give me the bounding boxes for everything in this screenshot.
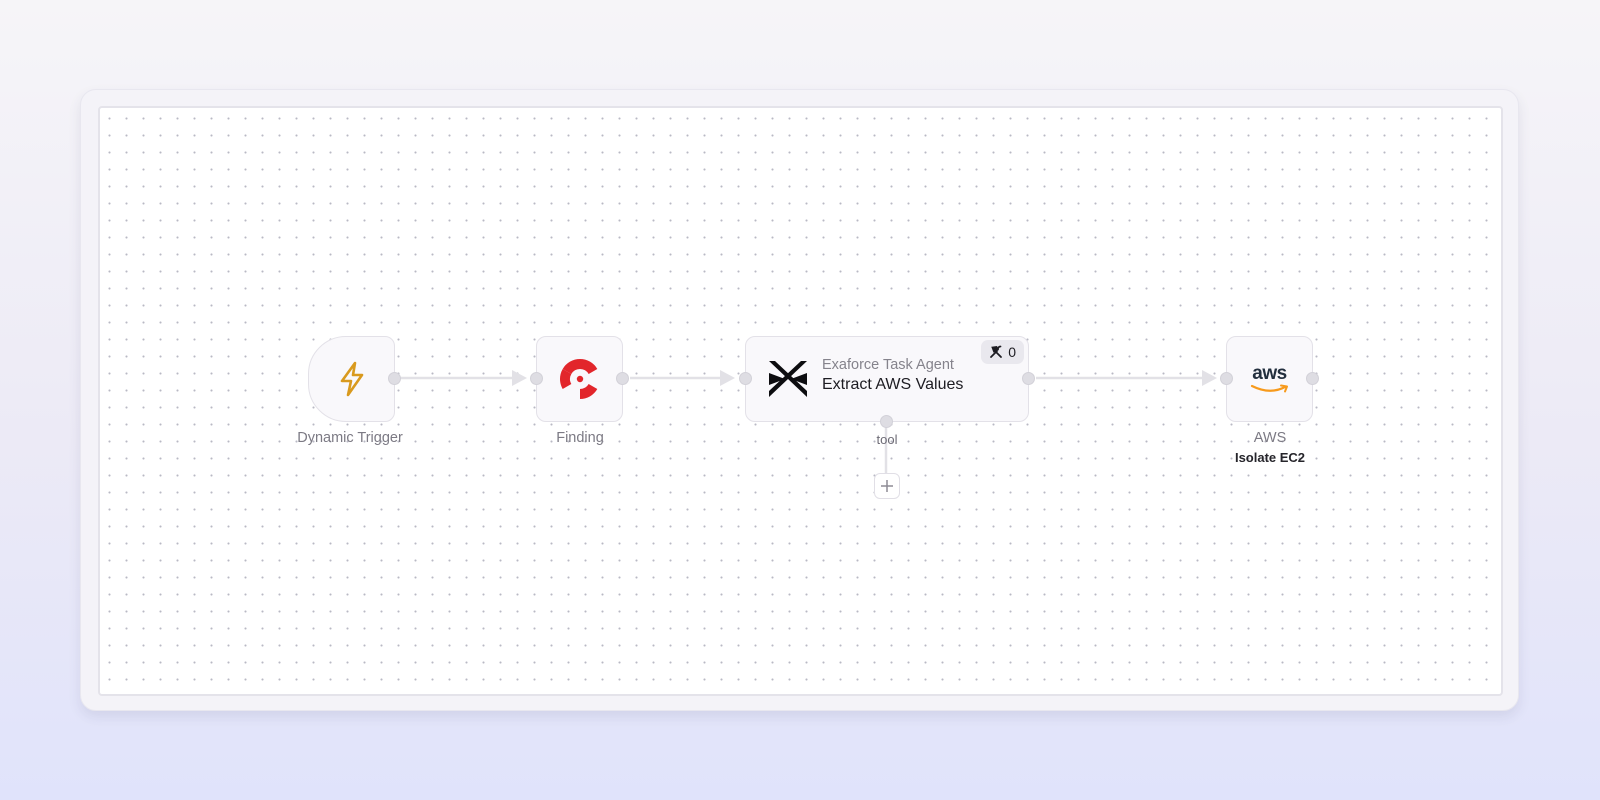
finding-output-handle[interactable] <box>616 372 629 385</box>
node-dynamic-trigger[interactable] <box>308 336 401 422</box>
node-sublabel: Isolate EC2 <box>1234 450 1306 465</box>
agent-output-handle[interactable] <box>1022 372 1035 385</box>
aws-logo-text: aws <box>1252 362 1287 384</box>
tools-icon <box>989 345 1003 359</box>
node-aws[interactable]: aws <box>1220 336 1319 422</box>
exaforce-logo-icon <box>768 359 808 399</box>
node-label: AWS <box>1253 430 1287 446</box>
radiation-icon <box>558 358 602 400</box>
tools-count: 0 <box>1008 344 1016 360</box>
edge-trigger-finding <box>400 370 527 386</box>
agent-text: Exaforce Task Agent Extract AWS Values <box>822 357 963 394</box>
node-label: Dynamic Trigger <box>297 430 403 446</box>
aws-input-handle[interactable] <box>1220 372 1233 385</box>
edge-layer <box>400 370 1217 473</box>
edge-agent-aws <box>1036 370 1217 386</box>
trigger-output-handle[interactable] <box>388 372 401 385</box>
agent-subtitle: Exaforce Task Agent <box>822 357 954 373</box>
tools-count-badge[interactable]: 0 <box>981 340 1024 364</box>
workflow-frame: Dynamic Trigger Finding <box>80 89 1519 711</box>
aws-output-handle[interactable] <box>1306 372 1319 385</box>
node-finding[interactable] <box>530 336 629 422</box>
workflow-canvas[interactable]: Dynamic Trigger Finding <box>98 106 1503 696</box>
plus-icon <box>880 479 894 493</box>
node-label: Finding <box>556 430 604 446</box>
add-tool-button[interactable] <box>874 473 900 499</box>
agent-input-handle[interactable] <box>739 372 752 385</box>
lightning-icon <box>336 361 368 397</box>
aws-logo-icon: aws <box>1250 362 1290 394</box>
agent-tool-handle[interactable] <box>880 415 893 428</box>
agent-title: Extract AWS Values <box>822 376 964 393</box>
node-exaforce-task-agent[interactable]: Exaforce Task Agent Extract AWS Values 0 <box>739 336 1035 428</box>
tool-connector-label: tool <box>876 432 898 447</box>
edge-finding-agent <box>630 370 735 386</box>
finding-input-handle[interactable] <box>530 372 543 385</box>
